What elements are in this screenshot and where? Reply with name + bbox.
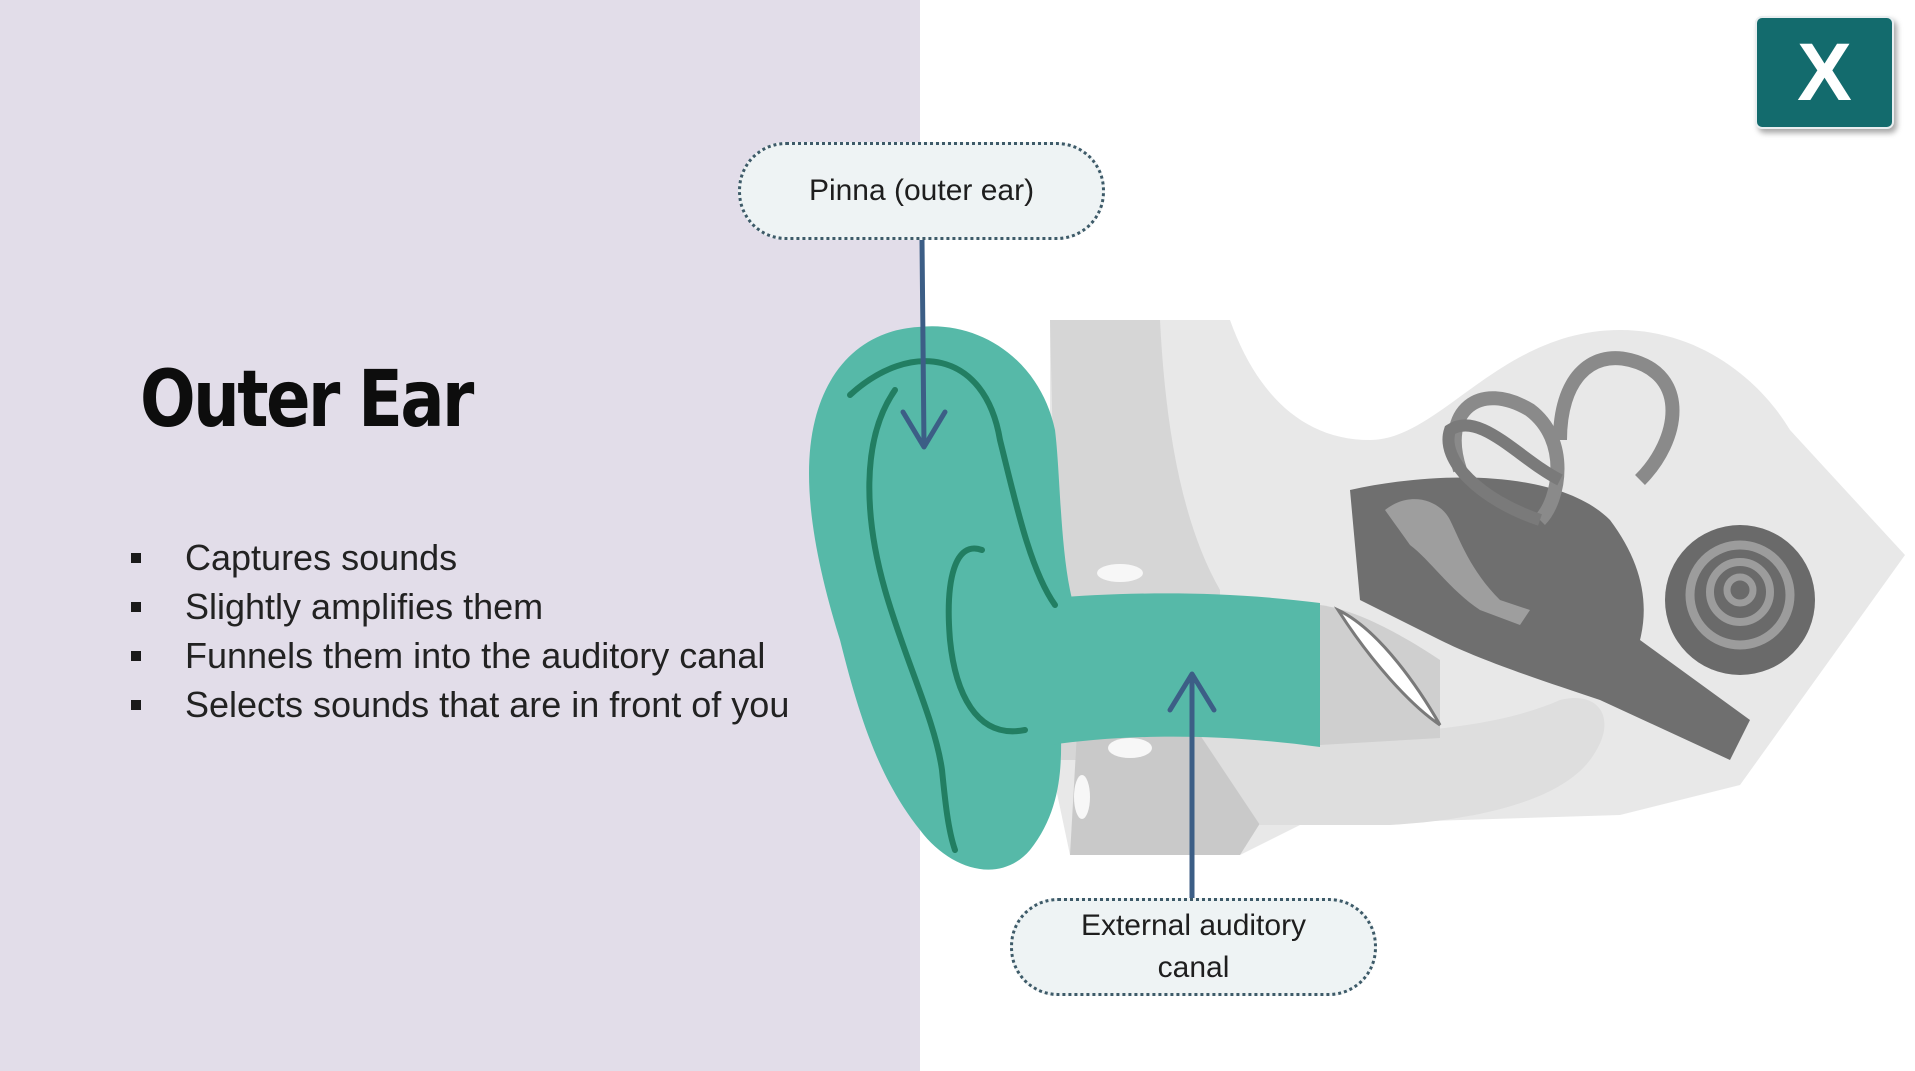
close-button[interactable]: X bbox=[1755, 16, 1894, 129]
highlight bbox=[1097, 564, 1143, 582]
slide-title: Outer Ear bbox=[140, 355, 472, 445]
bullet-item: Slightly amplifies them bbox=[131, 582, 789, 631]
highlight bbox=[1108, 738, 1152, 758]
canal-callout: External auditory canal bbox=[1010, 898, 1377, 996]
canal-shape bbox=[1050, 593, 1320, 747]
pinna-callout: Pinna (outer ear) bbox=[738, 142, 1105, 240]
ear-diagram bbox=[800, 310, 1910, 880]
highlight bbox=[1074, 775, 1090, 819]
close-icon: X bbox=[1797, 32, 1852, 114]
bullet-item: Selects sounds that are in front of you bbox=[131, 680, 789, 729]
bullet-item: Funnels them into the auditory canal bbox=[131, 631, 789, 680]
bullet-list: Captures sounds Slightly amplifies them … bbox=[131, 533, 789, 729]
bullet-item: Captures sounds bbox=[131, 533, 789, 582]
